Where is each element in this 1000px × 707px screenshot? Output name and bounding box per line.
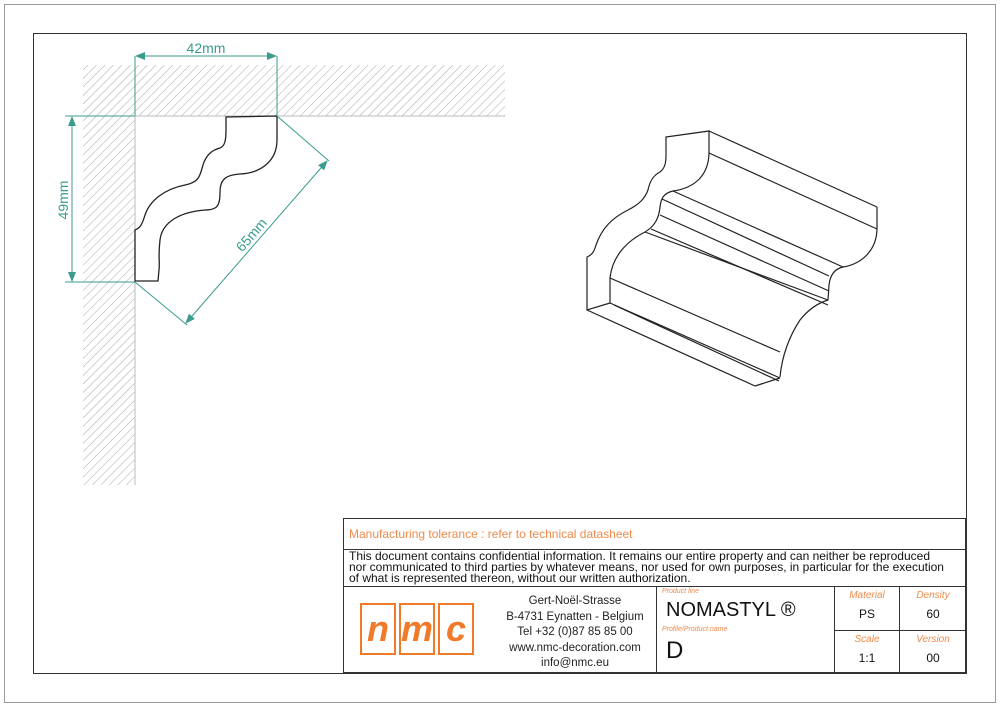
version-label: Version [916, 634, 950, 645]
address-website: www.nmc-decoration.com [509, 641, 641, 654]
height-dimension-label: 49mm [55, 181, 71, 220]
product-line-value: NOMASTYL ® [666, 599, 796, 621]
scale-label: Scale [854, 634, 880, 645]
wall-hatching [83, 65, 505, 485]
cornice-profile-section [134, 115, 278, 282]
confidential-line: nor communicated to third parties by wha… [349, 560, 944, 574]
scale-value: 1:1 [858, 651, 876, 665]
material-cell: Material PS [834, 587, 899, 631]
product-line-label: Product line [662, 588, 699, 595]
material-label: Material [849, 590, 885, 601]
logo-letter: m [399, 603, 435, 655]
tolerance-note: Manufacturing tolerance : refer to techn… [344, 519, 965, 550]
product-cell: Product line NOMASTYL ® Profile/Product … [656, 587, 834, 673]
density-cell: Density 60 [899, 587, 966, 631]
confidentiality-notice: This document contains confidential info… [344, 549, 965, 587]
version-value: 00 [926, 651, 940, 665]
dimension-lines [65, 52, 330, 326]
confidential-line: of what is represented thereon, without … [349, 571, 691, 585]
density-label: Density [916, 590, 950, 601]
title-block: Manufacturing tolerance : refer to techn… [343, 518, 966, 673]
address-phone: Tel +32 (0)87 85 85 00 [517, 626, 633, 638]
scale-cell: Scale 1:1 [834, 631, 899, 673]
cornice-3d-view [586, 130, 878, 387]
company-address: Gert-Noël-Strasse B-4731 Eynatten - Belg… [494, 594, 656, 672]
address-city: B-4731 Eynatten - Belgium [506, 610, 644, 623]
nmc-logo: n m c [360, 603, 474, 655]
material-value: PS [858, 607, 875, 621]
profile-label: Profile/Product name [662, 626, 728, 633]
profile-value: D [666, 637, 684, 664]
address-street: Gert-Noël-Strasse [528, 595, 622, 607]
logo-letter: n [360, 603, 396, 655]
confidential-line: This document contains confidential info… [349, 549, 930, 563]
outer-border [4, 4, 996, 703]
width-dimension-label: 42mm [187, 40, 226, 56]
version-cell: Version 00 [899, 631, 966, 673]
logo-letter: c [438, 603, 474, 655]
density-value: 60 [926, 607, 940, 621]
address-email: info@nmc.eu [541, 657, 609, 669]
drawing-frame [33, 33, 967, 674]
